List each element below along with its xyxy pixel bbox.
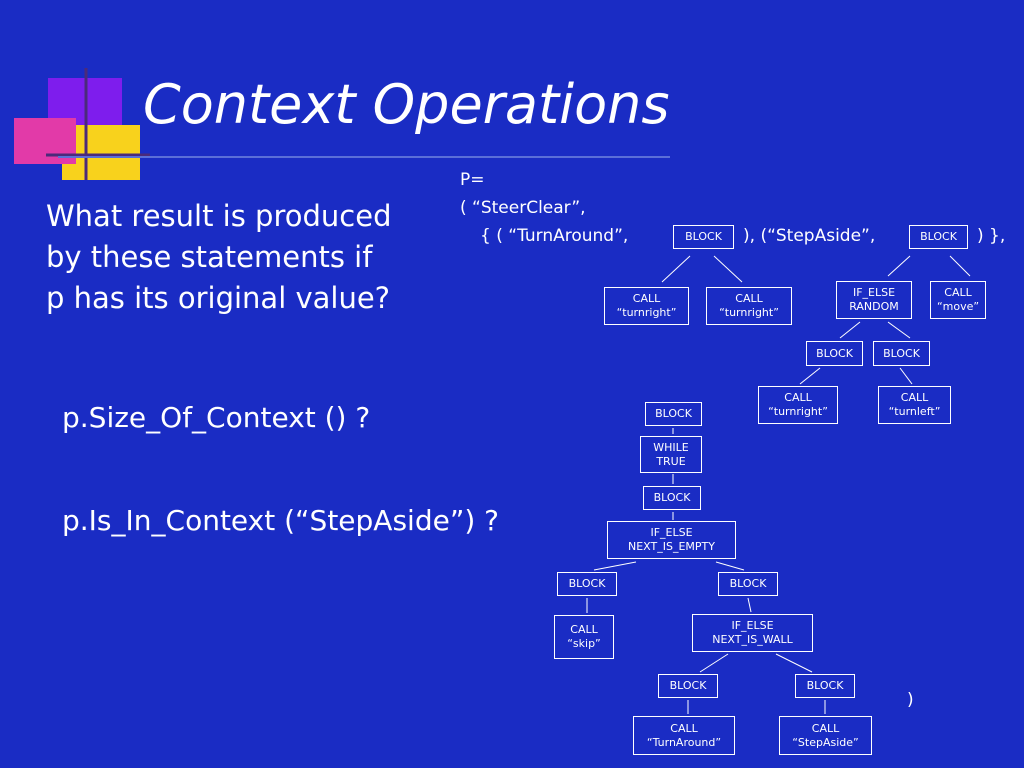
tree-node-block: BLOCK <box>909 225 968 249</box>
node-label: IF_ELSE <box>650 526 693 539</box>
node-arg: “turnright” <box>616 306 677 319</box>
tree-node-if-else: IF_ELSE NEXT_IS_WALL <box>692 614 813 652</box>
tree-node-call: CALL “TurnAround” <box>633 716 735 755</box>
program-line-3a: { ( “TurnAround”, <box>480 226 629 246</box>
tree-node-call: CALL “turnright” <box>604 287 689 325</box>
program-line-3b: ), (“StepAside”, <box>743 226 876 246</box>
node-arg: TRUE <box>656 454 686 468</box>
question-line: What result is produced <box>46 199 392 233</box>
node-arg: “StepAside” <box>792 735 859 749</box>
tree-node-call: CALL “turnleft” <box>878 386 951 424</box>
tree-node-call: CALL “turnright” <box>706 287 792 325</box>
tree-node-block: BLOCK <box>658 674 718 698</box>
node-arg: “turnleft” <box>888 405 941 418</box>
tree-node-block: BLOCK <box>557 572 617 596</box>
tree-node-block: BLOCK <box>795 674 855 698</box>
node-arg: NEXT_IS_WALL <box>712 633 793 646</box>
question-line: by these statements if <box>46 240 373 274</box>
tree-node-call: CALL “skip” <box>554 615 614 659</box>
node-label: CALL <box>735 292 763 305</box>
tree-node-block: BLOCK <box>673 225 734 249</box>
program-line-2: ( “SteerClear”, <box>460 198 586 218</box>
tree-node-block: BLOCK <box>718 572 778 596</box>
program-closing-paren: ) <box>907 690 914 710</box>
tree-node-block: BLOCK <box>643 486 701 510</box>
tree-node-call: CALL “move” <box>930 281 986 319</box>
node-arg: NEXT_IS_EMPTY <box>628 540 715 553</box>
statement-is-in-context: p.Is_In_Context (“StepAside”) ? <box>62 504 500 537</box>
node-label: CALL <box>944 286 972 299</box>
tree-node-while: WHILE TRUE <box>640 436 702 473</box>
node-label: CALL <box>811 721 840 735</box>
node-arg: “TurnAround” <box>646 735 722 749</box>
slide-decoration <box>14 68 150 180</box>
node-label: CALL <box>632 292 661 305</box>
tree-node-block: BLOCK <box>806 341 863 366</box>
program-line-1: P= <box>460 170 485 190</box>
node-label: CALL <box>900 391 929 404</box>
question-line: p has its original value? <box>46 281 391 315</box>
title-underline <box>58 156 670 158</box>
program-line-3c: ) }, <box>977 226 1006 246</box>
statement-size-of-context: p.Size_Of_Context () ? <box>62 401 371 434</box>
node-label: CALL <box>784 391 812 404</box>
node-arg: RANDOM <box>849 300 899 313</box>
node-arg: “skip” <box>567 637 601 650</box>
slide-title: Context Operations <box>143 73 670 136</box>
tree-node-if-else: IF_ELSE RANDOM <box>836 281 912 319</box>
question-text: What result is produced by these stateme… <box>46 196 391 319</box>
tree-node-block: BLOCK <box>873 341 930 366</box>
tree-node-call: CALL “StepAside” <box>779 716 872 755</box>
node-arg: “turnright” <box>768 405 828 418</box>
node-label: IF_ELSE <box>852 286 896 299</box>
tree-node-if-else: IF_ELSE NEXT_IS_EMPTY <box>607 521 736 559</box>
tree-node-call: CALL “turnright” <box>758 386 838 424</box>
node-arg: “turnright” <box>719 306 779 319</box>
node-label: WHILE <box>653 440 689 454</box>
node-label: IF_ELSE <box>731 619 774 632</box>
node-arg: “move” <box>936 300 980 313</box>
node-label: CALL <box>570 623 598 636</box>
tree-node-block: BLOCK <box>645 402 702 426</box>
node-label: CALL <box>670 721 698 735</box>
